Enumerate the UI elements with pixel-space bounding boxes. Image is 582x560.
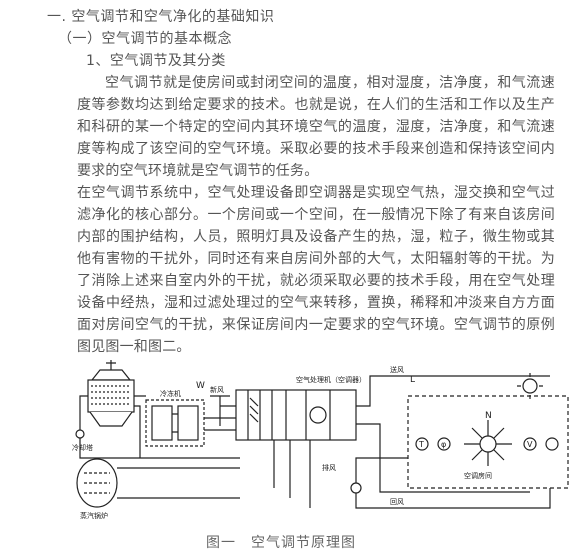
heading-level-3: 1、空气调节及其分类 — [86, 53, 226, 69]
paragraph-1: 空气调节就是使房间或封闭空间的温度，相对湿度，洁净度，和气流速度等参数均达到给定… — [77, 75, 555, 179]
label-air-handler: 空气处理机（空调器） — [296, 375, 366, 384]
label-boiler: 蒸汽锅炉 — [80, 511, 108, 520]
label-fresh-air: 新风 — [210, 385, 224, 394]
label-V: V — [527, 440, 533, 449]
air-conditioning-diagram: 冷却塔 冷冻机 蒸汽锅炉 空气处理机（空调器） 空调房间 送风 回风 新风 排风… — [72, 360, 569, 520]
paragraph-2: 在空气调节系统中，空气处理设备即空调器是实现空气热，湿交换和空气过滤净化的核心部… — [77, 185, 555, 355]
conditioned-room — [407, 373, 569, 489]
label-W: W — [196, 381, 205, 391]
label-N: N — [485, 411, 492, 421]
label-exhaust-air: 排风 — [322, 463, 336, 472]
label-return-air: 回风 — [390, 498, 404, 506]
label-cooling-tower: 冷却塔 — [72, 443, 93, 452]
boiler — [76, 458, 118, 508]
label-T: T — [418, 440, 424, 449]
figure-caption: 图一 空气调节原理图 — [206, 535, 356, 551]
label-supply-air: 送风 — [390, 365, 404, 374]
label-L: L — [410, 375, 415, 385]
heading-level-2: （一）空气调节的基本概念 — [58, 31, 232, 47]
body-text: 空气调节就是使房间或封闭空间的温度，相对湿度，洁净度，和气流速度等参数均达到给定… — [77, 72, 555, 358]
label-phi: φ — [441, 440, 446, 449]
air-handler — [210, 375, 550, 493]
pump-icon — [75, 429, 85, 439]
cooling-tower — [87, 360, 135, 427]
heading-level-1: 一. 空气调节和空气净化的基础知识 — [47, 9, 275, 25]
label-chiller: 冷冻机 — [160, 389, 181, 398]
chiller-unit — [145, 399, 205, 447]
label-room: 空调房间 — [464, 471, 492, 480]
